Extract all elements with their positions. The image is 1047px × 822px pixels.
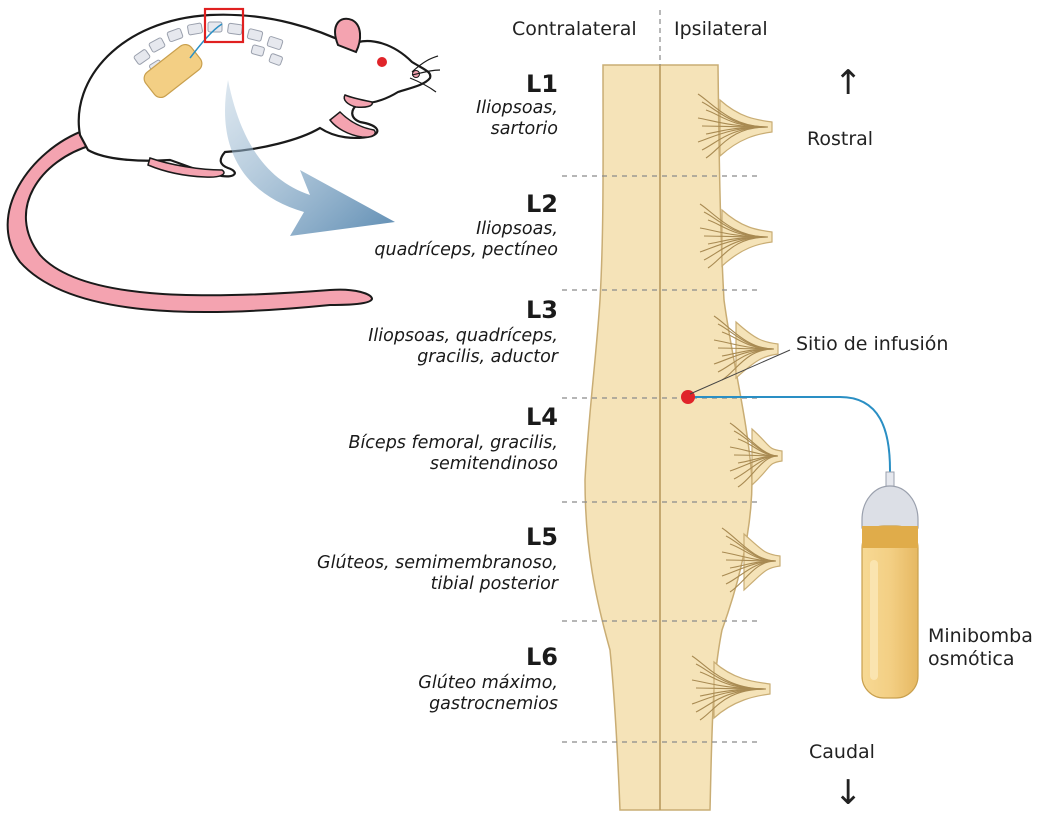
segment-muscles-l6: Glúteo máximo, gastrocnemios — [238, 673, 558, 715]
label-minipump: Minibomba osmótica — [928, 625, 1033, 671]
segment-code-l6: L6 — [468, 643, 558, 671]
pump-highlight — [870, 560, 878, 680]
pump-band — [862, 526, 918, 548]
osmotic-minipump — [862, 486, 918, 698]
segment-code-l3: L3 — [468, 296, 558, 324]
segment-muscles-l4: Bíceps femoral, gracilis, semitendinoso — [238, 433, 558, 475]
label-infusion-site: Sitio de infusión — [796, 333, 948, 355]
segment-code-l1: L1 — [468, 70, 558, 98]
segment-muscles-l3: Iliopsoas, quadríceps, gracilis, aductor — [238, 326, 558, 368]
segment-code-l5: L5 — [468, 523, 558, 551]
header-ipsilateral: Ipsilateral — [674, 18, 768, 40]
header-contralateral: Contralateral — [512, 18, 637, 40]
rat-illustration — [8, 9, 440, 312]
label-caudal: Caudal — [809, 741, 875, 763]
arrow-down-icon: ↓ — [834, 776, 863, 810]
segment-muscles-l2: Iliopsoas, quadríceps, pectíneo — [238, 219, 558, 261]
segment-code-l4: L4 — [468, 403, 558, 431]
pump-cap — [862, 486, 918, 528]
segment-muscles-l1: Iliopsoas, sartorio — [238, 98, 558, 140]
rat-eye — [377, 57, 387, 67]
segment-code-l2: L2 — [468, 190, 558, 218]
segment-muscles-l5: Glúteos, semimembranoso, tibial posterio… — [238, 553, 558, 595]
infusion-site-dot — [681, 390, 695, 404]
label-rostral: Rostral — [807, 128, 873, 150]
arrow-up-icon: ↑ — [834, 66, 863, 100]
